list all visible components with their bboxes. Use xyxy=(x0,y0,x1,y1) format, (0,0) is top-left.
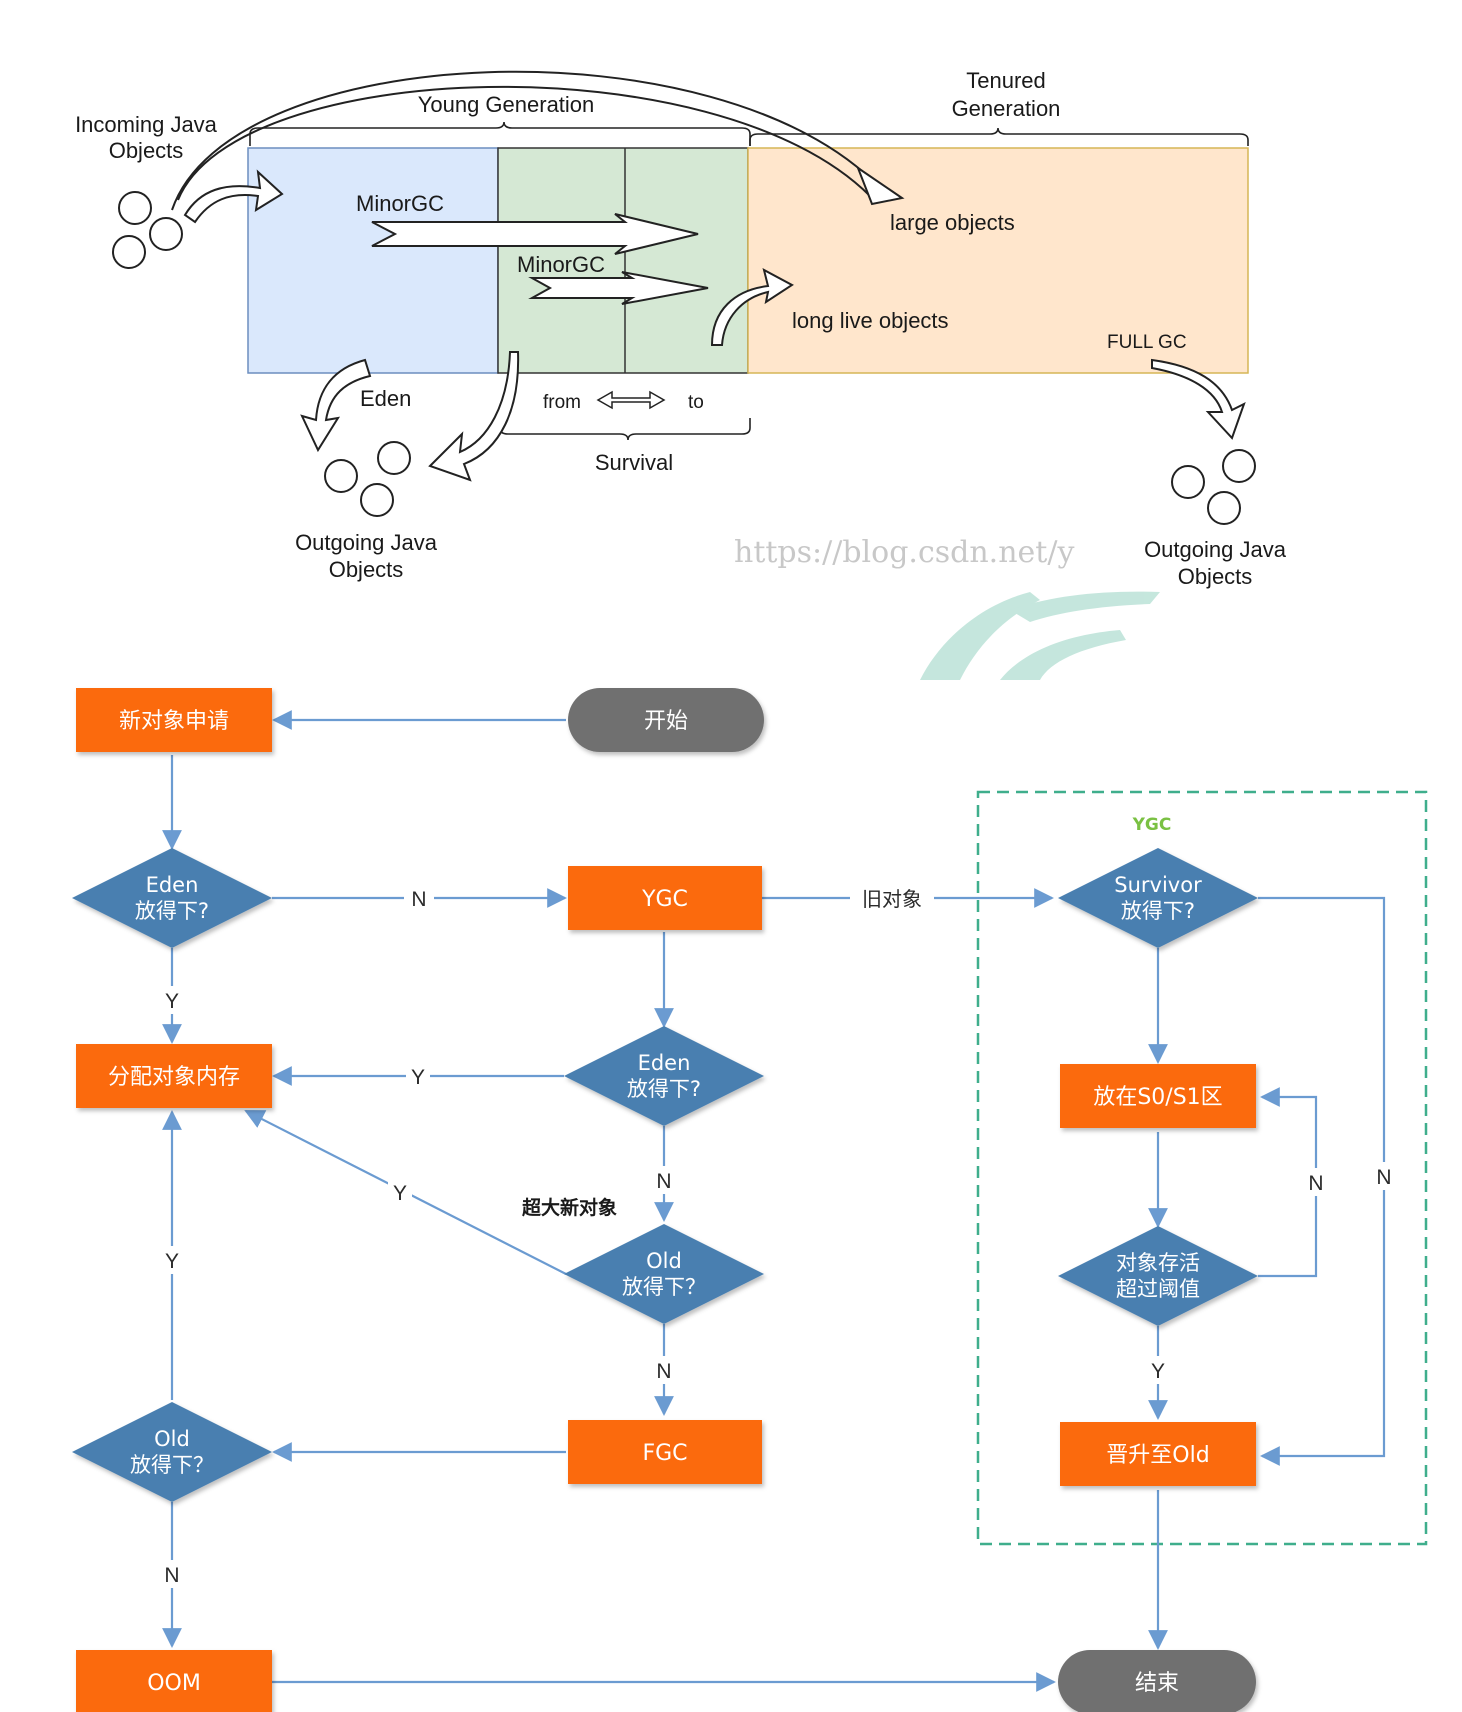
edge-label-old1-n: N xyxy=(656,1360,671,1383)
outgoing-objects-right-circles xyxy=(1171,449,1256,525)
ygc-node: YGC xyxy=(568,866,762,930)
outgoing-left-label-2: Objects xyxy=(329,557,404,582)
promote-node: 晋升至Old xyxy=(1060,1422,1256,1486)
tenured-generation-brace xyxy=(749,127,1249,146)
old-fit-2-line1: Old xyxy=(154,1427,190,1451)
eden-label: Eden xyxy=(360,386,411,411)
young-generation-label: Young Generation xyxy=(418,92,595,117)
ygc-label: YGC xyxy=(641,887,688,912)
tenured-region xyxy=(747,147,1249,374)
survivor-fit-line1: Survivor xyxy=(1114,873,1202,897)
edge-label-s0s1-n: N xyxy=(1308,1172,1323,1195)
old-fit-1-line1: Old xyxy=(646,1249,682,1273)
tenured-label-2: Generation xyxy=(952,96,1061,121)
eden-fit-1-line1: Eden xyxy=(146,873,199,897)
gc-flowchart: YGC N 旧 xyxy=(72,688,1428,1712)
from-to-arrow xyxy=(596,390,666,410)
minor-gc-label-1: MinorGC xyxy=(356,191,444,216)
s0s1-label: 放在S0/S1区 xyxy=(1093,1085,1222,1110)
old-fit-decision-1: Old 放得下？ xyxy=(564,1224,764,1324)
allocate-label: 分配对象内存 xyxy=(108,1065,240,1090)
edge-label-eden1-n: N xyxy=(411,888,426,911)
young-generation-brace xyxy=(249,121,751,146)
survivor-fit-decision: Survivor 放得下? xyxy=(1058,848,1258,948)
outgoing-right-label-1: Outgoing Java xyxy=(1144,537,1287,562)
full-gc-arrow xyxy=(1151,358,1246,440)
watermark: https://blog.csdn.net/y xyxy=(734,535,1074,570)
age-threshold-decision: 对象存活 超过阈值 xyxy=(1058,1226,1258,1326)
eden-fit-1-line2: 放得下? xyxy=(135,899,209,923)
eden-region xyxy=(247,147,499,374)
survival-label: Survival xyxy=(595,450,673,475)
old-fit-2-line2: 放得下？ xyxy=(130,1453,214,1477)
eden-fit-2-line1: Eden xyxy=(638,1051,691,1075)
long-live-objects-label: long live objects xyxy=(792,308,949,333)
csdn-logo-watermark xyxy=(920,591,1160,680)
survivor-outgoing-arrow xyxy=(428,351,520,482)
full-gc-label: FULL GC xyxy=(1107,332,1187,353)
edge-label-eden1-y: Y xyxy=(165,990,179,1013)
end-node: 结束 xyxy=(1058,1650,1256,1712)
large-object-arrowhead xyxy=(855,165,905,206)
edge-label-age-y: Y xyxy=(1151,1360,1165,1383)
incoming-arrow xyxy=(183,169,284,224)
incoming-objects-circles xyxy=(112,191,183,269)
outgoing-objects-left-circles xyxy=(324,441,411,517)
end-label: 结束 xyxy=(1135,1671,1179,1696)
edge-label-eden2-y: Y xyxy=(411,1066,425,1089)
edge-label-huge-object: 超大新对象 xyxy=(521,1196,617,1219)
edge-label-old2-n: N xyxy=(164,1564,179,1587)
ygc-region xyxy=(976,790,1428,1546)
minor-gc-arrow-1 xyxy=(371,213,699,255)
survivor-fit-line2: 放得下? xyxy=(1121,899,1195,923)
minor-gc-arrow-2 xyxy=(528,271,709,305)
incoming-label-2: Objects xyxy=(109,138,184,163)
outgoing-left-label-1: Outgoing Java xyxy=(295,530,438,555)
ygc-region-label: YGC xyxy=(1132,815,1172,835)
eden-fit-decision-2: Eden 放得下? xyxy=(564,1026,764,1126)
allocate-node: 分配对象内存 xyxy=(76,1044,272,1108)
promote-label: 晋升至Old xyxy=(1106,1443,1209,1468)
old-fit-decision-2: Old 放得下？ xyxy=(72,1402,272,1502)
edge-label-eden2-n: N xyxy=(656,1170,671,1193)
s0s1-node: 放在S0/S1区 xyxy=(1060,1064,1256,1128)
survival-brace xyxy=(499,418,751,441)
oom-node: OOM xyxy=(76,1650,272,1712)
minor-gc-label-2: MinorGC xyxy=(517,252,605,277)
eden-fit-decision-1: Eden 放得下? xyxy=(72,848,272,948)
edge-label-old2-y: Y xyxy=(165,1250,179,1273)
new-object-node: 新对象申请 xyxy=(76,688,272,752)
eden-fit-2-line2: 放得下? xyxy=(627,1077,701,1101)
edge-label-old1-y: Y xyxy=(393,1182,407,1205)
age-threshold-line1: 对象存活 xyxy=(1116,1251,1200,1275)
large-object-arc xyxy=(171,70,881,211)
edge-label-survivor-n: N xyxy=(1376,1166,1391,1189)
survivor-region xyxy=(497,147,749,374)
to-label: to xyxy=(688,392,704,413)
long-live-arrow xyxy=(710,268,794,346)
fgc-label: FGC xyxy=(642,1441,687,1466)
large-object-arc-inner xyxy=(177,85,871,201)
fgc-node: FGC xyxy=(568,1420,762,1484)
from-label: from xyxy=(543,392,581,413)
old-fit-1-line2: 放得下？ xyxy=(622,1275,706,1299)
start-node: 开始 xyxy=(568,688,764,752)
edge-labels: N 旧对象 Y Y N 超大新对象 Y N Y N N N Y xyxy=(160,884,1396,1588)
flow-connectors xyxy=(162,710,1386,1692)
age-threshold-line2: 超过阈值 xyxy=(1116,1277,1200,1301)
eden-outgoing-arrow xyxy=(300,358,372,453)
start-label: 开始 xyxy=(644,709,688,734)
new-object-label: 新对象申请 xyxy=(119,709,229,734)
large-objects-label: large objects xyxy=(890,210,1015,235)
edge-label-old-objects: 旧对象 xyxy=(862,887,922,911)
memory-generations-diagram: Incoming Java Objects Young Generation T… xyxy=(75,68,1287,680)
tenured-label-1: Tenured xyxy=(966,68,1046,93)
outgoing-right-label-2: Objects xyxy=(1178,564,1253,589)
oom-label: OOM xyxy=(147,1671,201,1696)
incoming-label-1: Incoming Java xyxy=(75,112,218,137)
